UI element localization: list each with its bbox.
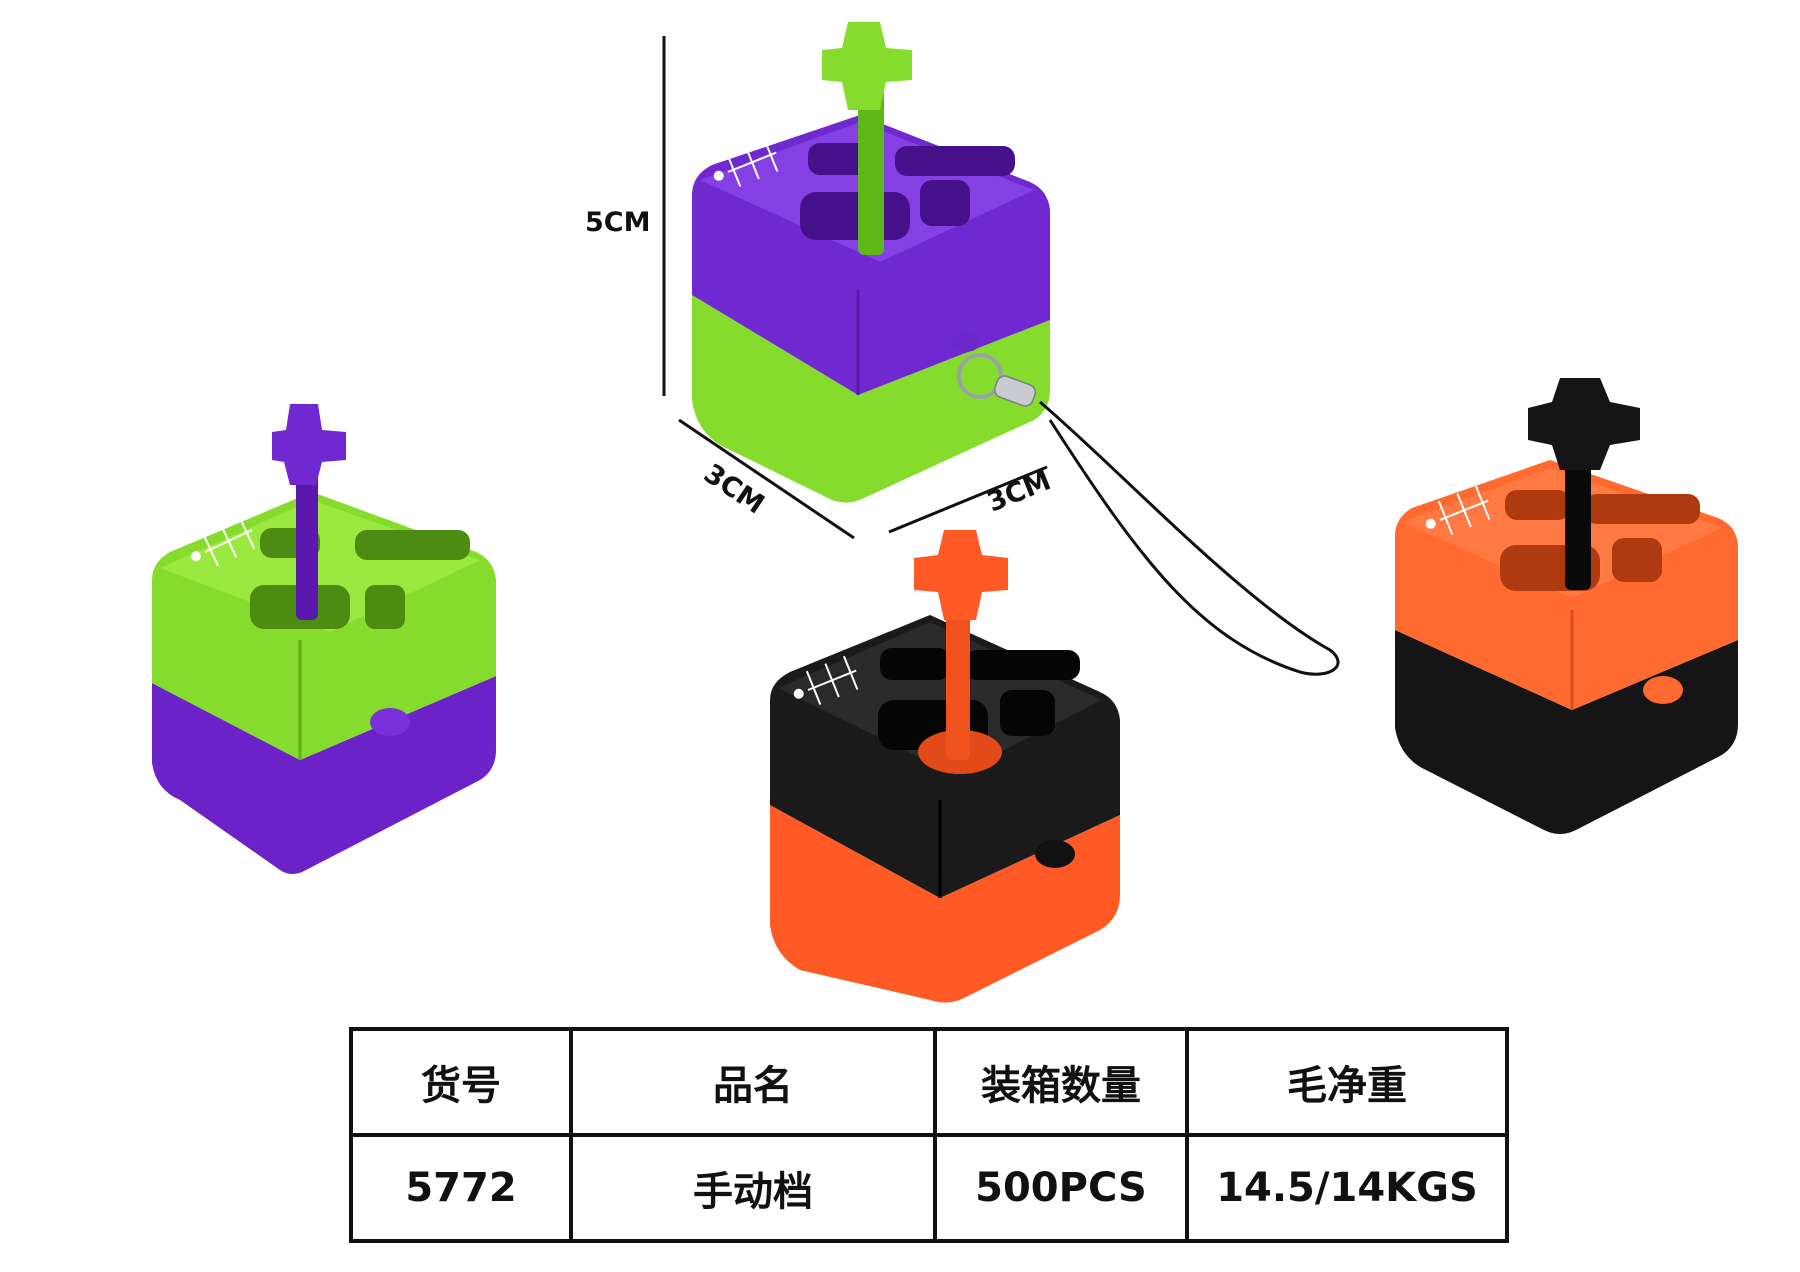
- product-black-orange: [770, 530, 1120, 1003]
- header-product-name: 品名: [569, 1027, 937, 1137]
- width-dimension-line: [888, 465, 1048, 534]
- header-gross-net-weight: 毛净重: [1185, 1027, 1509, 1137]
- value-product-name: 手动档: [569, 1133, 937, 1243]
- width-dimension-label: 3CM: [983, 465, 1055, 518]
- value-gross-net-weight: 14.5/14KGS: [1185, 1133, 1509, 1243]
- spec-table-value-row: 5772 手动档 500PCS 14.5/14KGS: [349, 1133, 1509, 1243]
- spec-table-header-row: 货号 品名 装箱数量 毛净重: [349, 1027, 1509, 1137]
- dimension-lines: 5CM 3CM 3CM: [585, 36, 1055, 540]
- height-dimension-label: 5CM: [585, 207, 650, 238]
- product-green-purple: [152, 404, 496, 874]
- product-orange-black: [1395, 378, 1738, 834]
- depth-dimension-line: [678, 418, 855, 540]
- header-item-number: 货号: [349, 1027, 573, 1137]
- product-purple-green: [692, 22, 1340, 676]
- value-item-number: 5772: [349, 1133, 573, 1243]
- spec-table: 货号 品名 装箱数量 毛净重 5772 手动档 500PCS 14.5/14KG…: [349, 1027, 1509, 1243]
- depth-dimension-label: 3CM: [698, 458, 770, 520]
- header-carton-quantity: 装箱数量: [933, 1027, 1189, 1137]
- value-carton-quantity: 500PCS: [933, 1133, 1189, 1243]
